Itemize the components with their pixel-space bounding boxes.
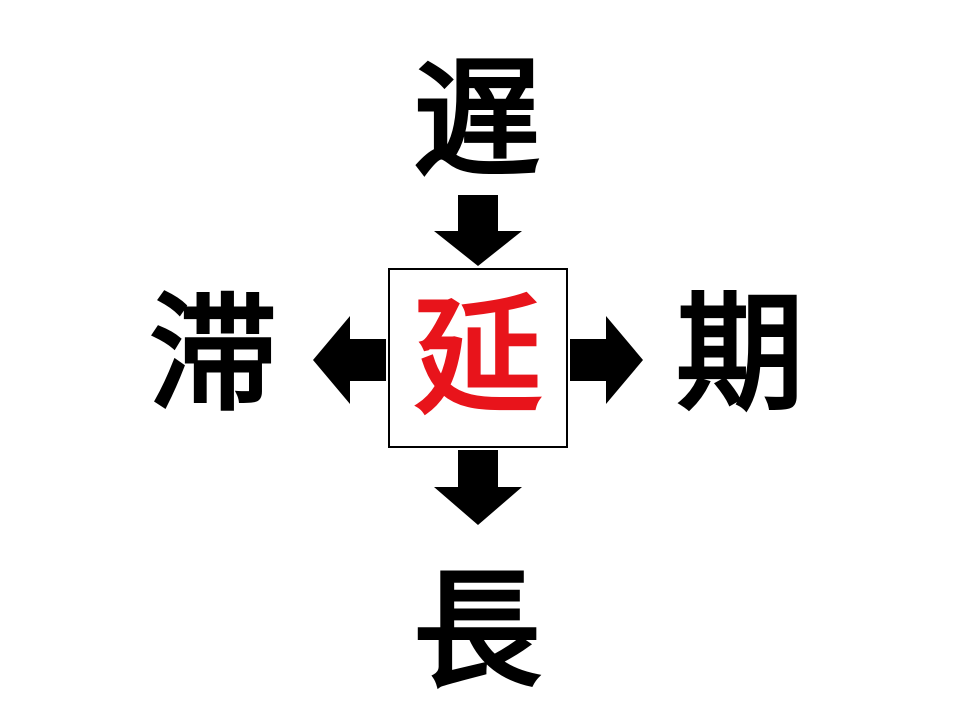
arrow-left-icon bbox=[313, 316, 386, 404]
kanji-bottom: 長 bbox=[412, 557, 541, 706]
arrow-top-down-icon bbox=[434, 195, 522, 266]
arrow-right-icon bbox=[570, 316, 643, 404]
kanji-left: 滞 bbox=[148, 280, 277, 429]
answer-box: 延 bbox=[388, 268, 568, 448]
kanji-right: 期 bbox=[675, 280, 804, 429]
answer-kanji: 延 bbox=[413, 283, 542, 432]
arrow-bottom-down-icon bbox=[434, 450, 522, 525]
kanji-top: 遅 bbox=[412, 45, 541, 194]
